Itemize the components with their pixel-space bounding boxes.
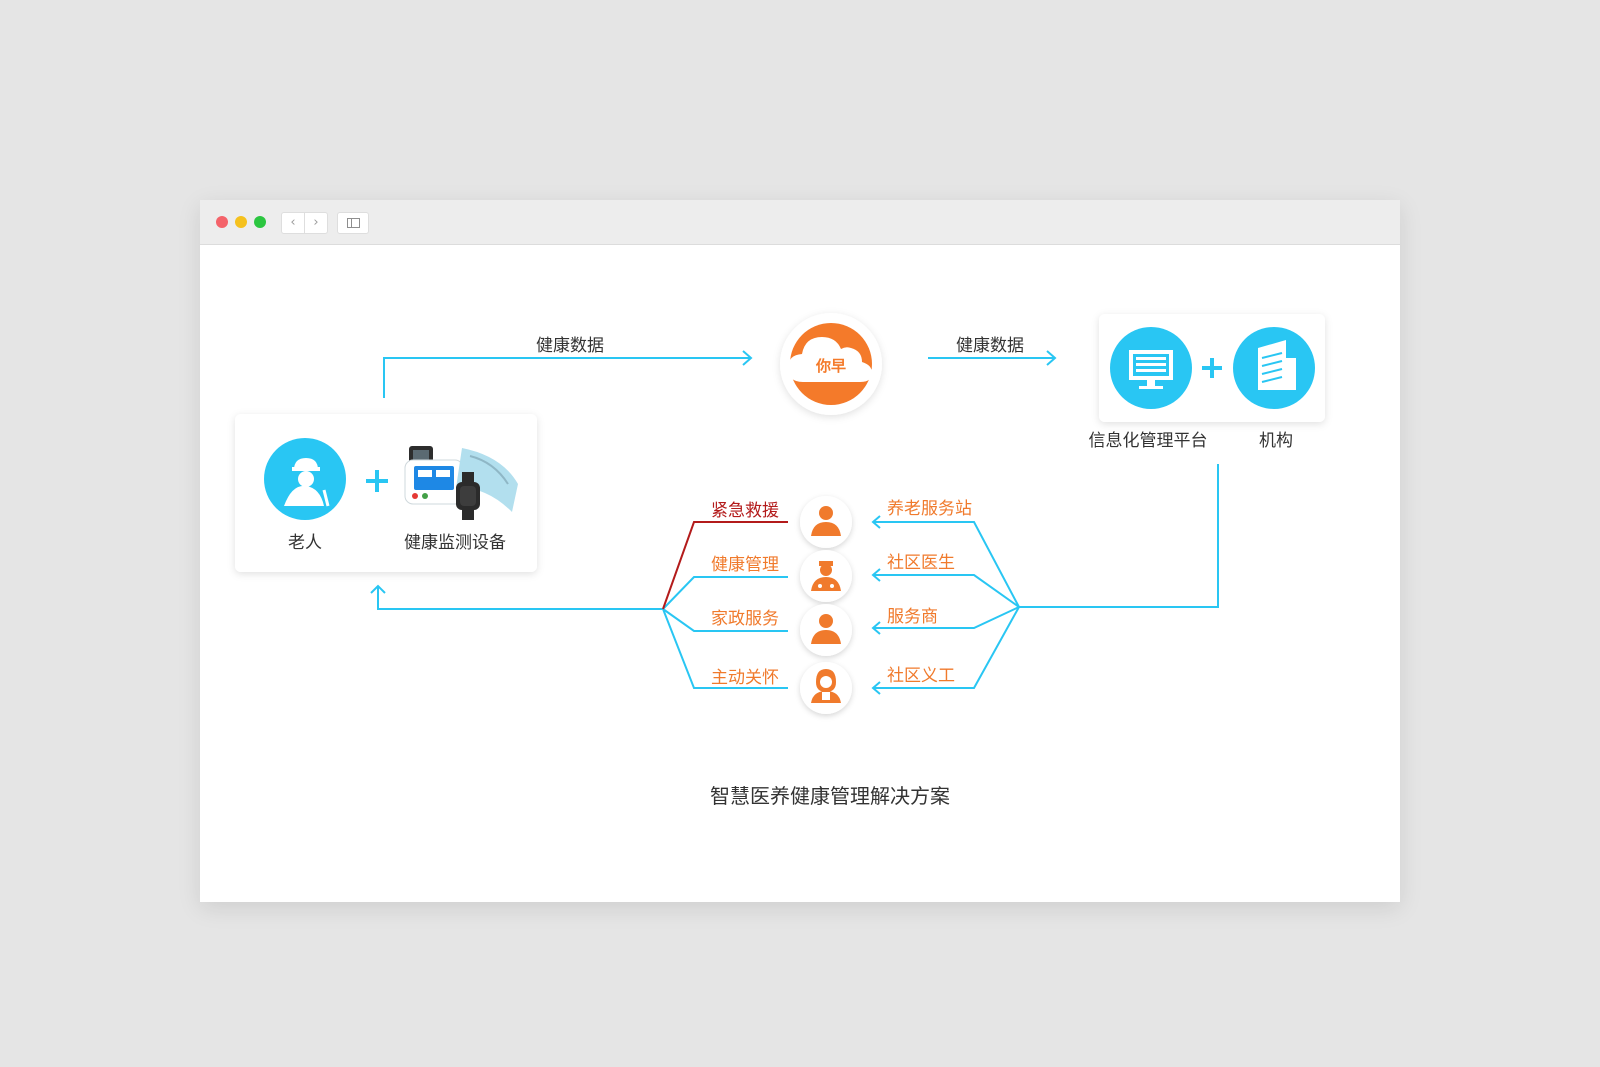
close-window-button[interactable] [216,216,228,228]
flow-line-return-to-elderly [377,586,663,610]
rescuer-person-icon [811,506,841,536]
elderly-label: 老人 [288,533,322,553]
diagram-caption: 智慧医养健康管理解决方案 [710,784,950,808]
cloud-icon [788,337,872,382]
building-icon [1233,327,1315,409]
service-label-care: 主动关怀 [711,668,779,688]
health-data-label-left: 健康数据 [536,336,604,356]
health-device-icon [404,446,518,520]
minimize-window-button[interactable] [235,216,247,228]
sidebar-icon [347,218,360,228]
window-titlebar: ‹ › [200,200,1400,245]
service-label-housekeeping: 家政服务 [711,609,779,629]
provider-line-2 [873,574,1020,608]
monitor-icon [1110,327,1192,409]
devices-label: 健康监测设备 [404,533,506,553]
service-persona-rescuer [800,496,852,548]
arrowhead-to-elderly-icon [370,584,386,594]
back-button[interactable]: ‹ [281,212,305,234]
doctor-person-icon [811,561,841,591]
housekeeper-person-icon [811,614,841,644]
elderly-icon [264,438,346,520]
provider-line-1 [873,521,1020,608]
service-label-emergency: 紧急救援 [711,501,779,521]
health-data-label-right: 健康数据 [956,336,1024,356]
provider-label-doctor: 社区医生 [887,553,955,573]
plus-icon [1202,358,1222,378]
health-management-diagram: 老人 健康监测设备 你早 健康数据 健康数据 [235,313,1325,808]
service-line-emergency [662,521,788,610]
sidebar-toggle-button[interactable] [337,212,369,234]
chevron-right-icon: › [313,215,319,230]
maximize-window-button[interactable] [254,216,266,228]
arrowhead-to-cloud-icon [742,350,753,366]
provider-line-4 [873,606,1020,689]
service-label-health: 健康管理 [711,555,779,575]
arrowhead-to-platform-icon [1046,350,1057,366]
service-line-4 [662,608,788,689]
connector-lines [370,350,1219,695]
service-persona-housekeeper [800,604,852,656]
flow-line-platform-to-hub [1019,464,1219,608]
forward-button[interactable]: › [304,212,328,234]
platform-institution-card [1099,314,1325,422]
chevron-left-icon: ‹ [290,215,296,230]
cloud-platform-node: 你早 [780,313,882,415]
institution-label: 机构 [1259,431,1293,451]
provider-label-volunteer: 社区义工 [887,666,955,686]
service-persona-doctor [800,550,852,602]
elderly-device-card: 老人 健康监测设备 [235,414,537,572]
service-line-3 [662,608,788,632]
plus-icon [366,470,388,492]
caregiver-person-icon [811,669,841,703]
flow-line-elderly-to-cloud [383,357,750,398]
cloud-logo-text: 你早 [815,357,846,375]
provider-line-3 [873,606,1020,629]
platform-label: 信息化管理平台 [1089,431,1208,451]
browser-window: ‹ › [200,200,1400,902]
provider-label-station: 养老服务站 [887,499,972,519]
service-line-2 [662,576,788,610]
service-persona-caregiver [800,662,852,714]
provider-label-vendor: 服务商 [887,607,938,627]
